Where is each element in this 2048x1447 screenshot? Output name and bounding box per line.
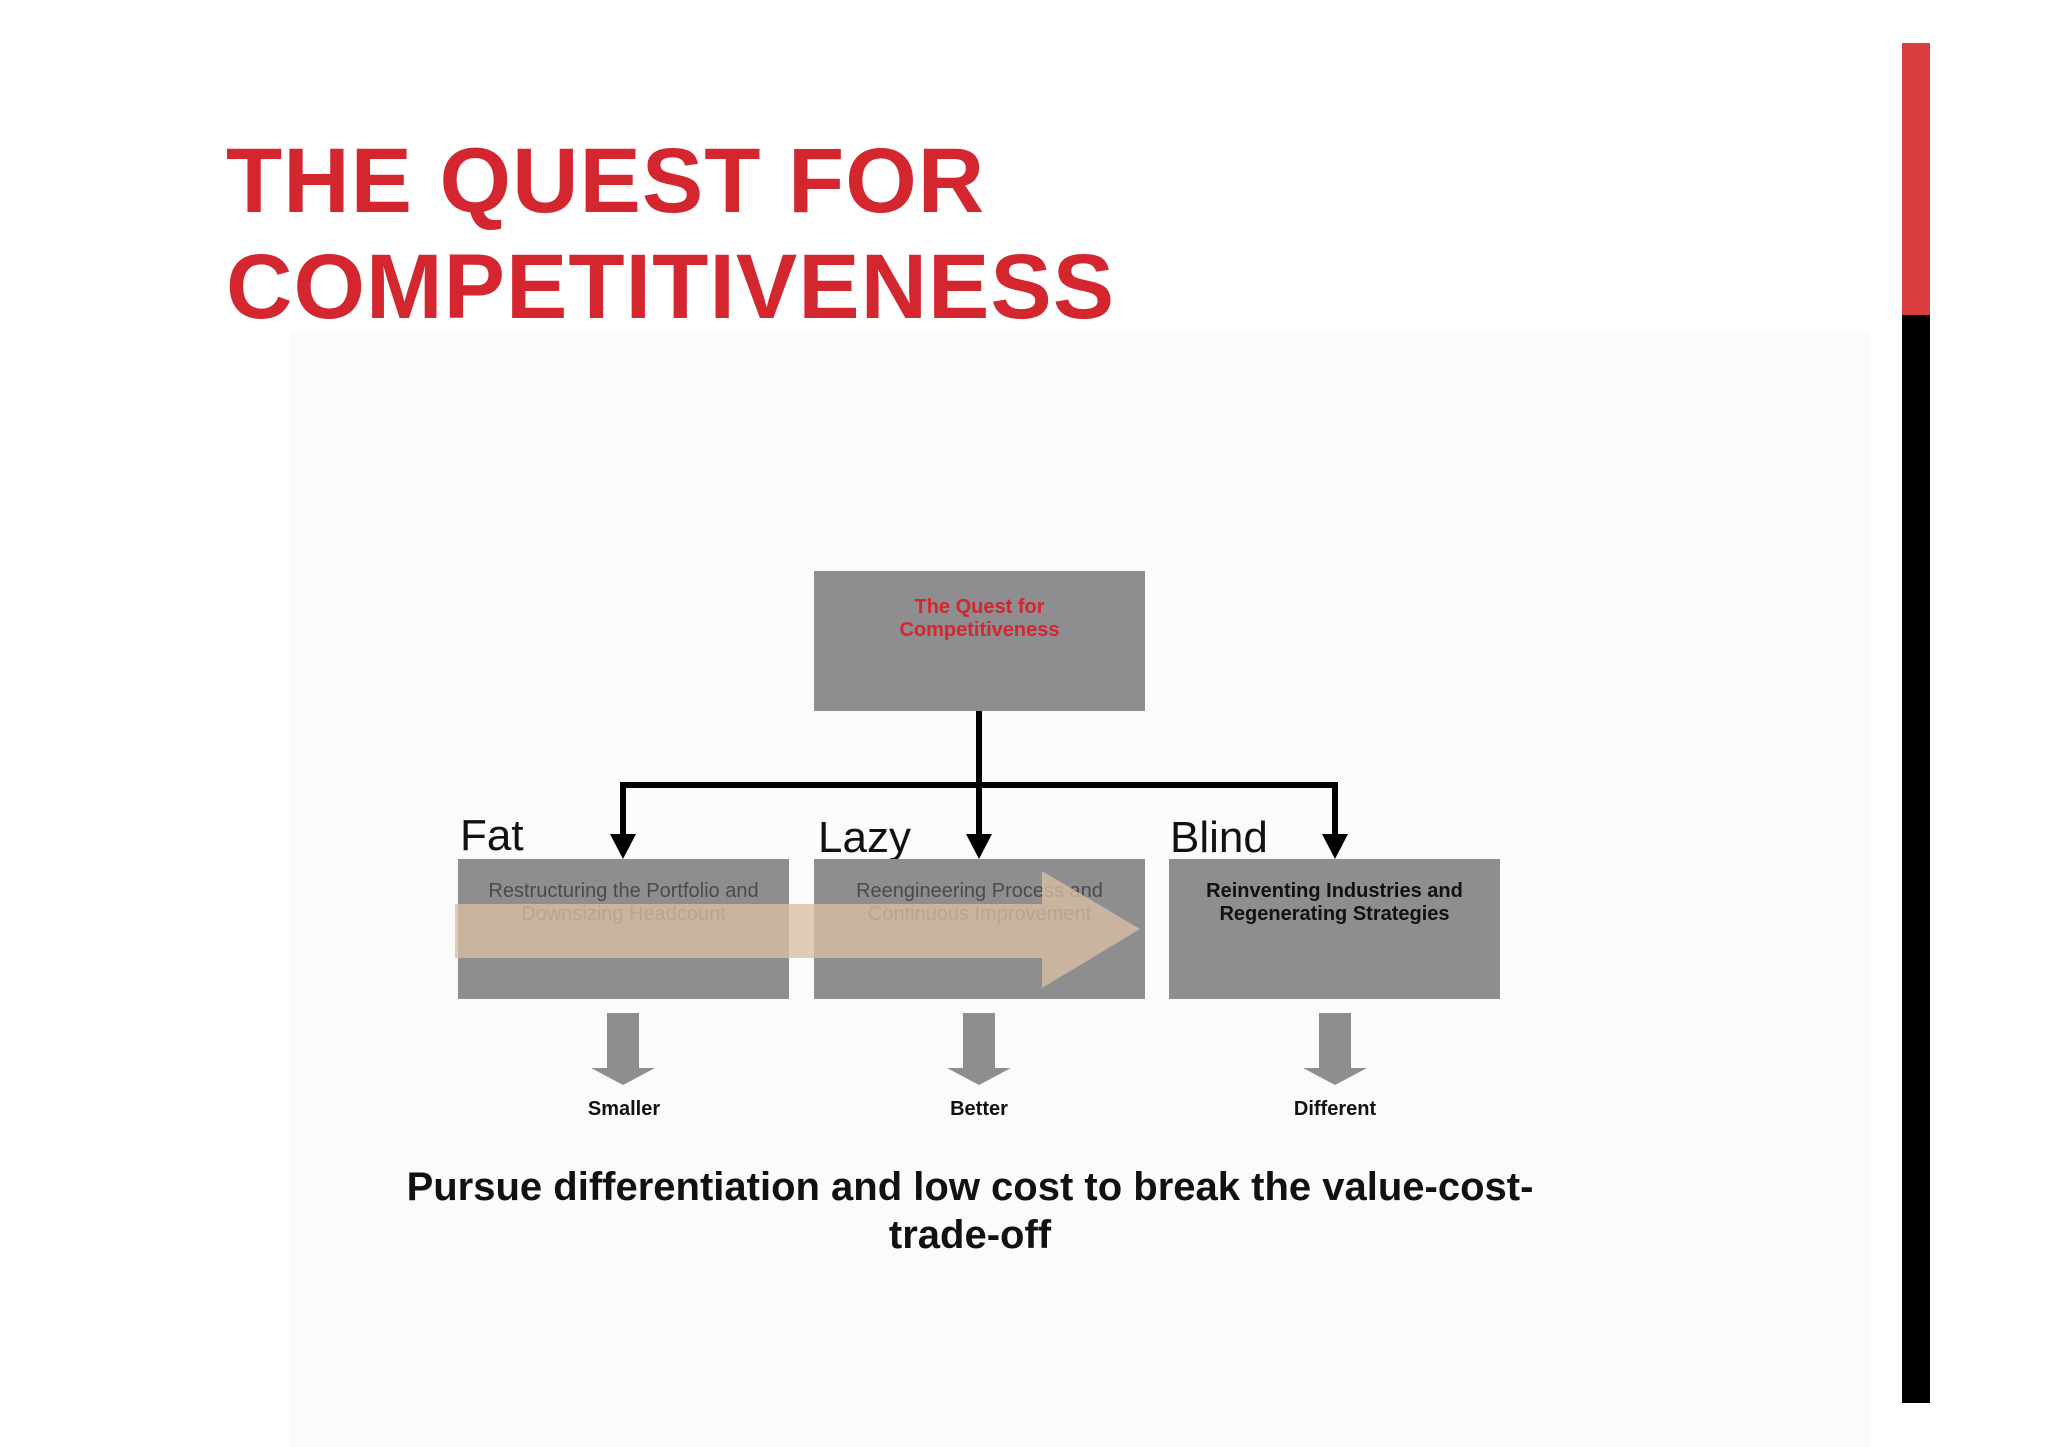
root-box-line-1: The Quest for bbox=[914, 596, 1045, 618]
result-label-better: Better bbox=[950, 1098, 1008, 1120]
branch-box-1-line-2: Downsizing Headcount bbox=[521, 902, 726, 925]
root-box-line-2: Competitiveness bbox=[899, 619, 1060, 641]
down-arrow-icon-3 bbox=[1303, 1013, 1367, 1085]
branch-label-fat: Fat bbox=[460, 811, 524, 860]
slide-title-line-1: THE QUEST FOR bbox=[226, 130, 986, 232]
branch-box-reinventing: Reinventing Industries and Regenerating … bbox=[1169, 859, 1500, 999]
slide-title: THE QUEST FOR COMPETITIVENESS bbox=[226, 128, 1526, 340]
branch-box-1-line-1: Restructuring the Portfolio and bbox=[488, 879, 759, 902]
branch-label-lazy: Lazy bbox=[818, 813, 911, 862]
branch-box-3-line-2: Regenerating Strategies bbox=[1219, 902, 1450, 925]
branch-box-3-line-1: Reinventing Industries and bbox=[1206, 879, 1463, 902]
accent-bar-black bbox=[1902, 315, 1930, 1403]
branch-box-2-line-1: Reengineering Process and bbox=[856, 879, 1103, 902]
down-arrow-icon-1 bbox=[591, 1013, 655, 1085]
result-label-smaller: Smaller bbox=[587, 1098, 661, 1120]
down-arrow-icon-2 bbox=[947, 1013, 1011, 1085]
slide-title-line-2: COMPETITIVENESS bbox=[226, 236, 1116, 338]
branch-label-blind: Blind bbox=[1170, 813, 1268, 862]
result-label-different: Different bbox=[1293, 1098, 1377, 1120]
accent-bar-red bbox=[1902, 43, 1930, 315]
conclusion-text: Pursue differentiation and low cost to b… bbox=[406, 1165, 1534, 1257]
root-box: The Quest for Competitiveness bbox=[814, 571, 1145, 711]
branch-box-restructuring: Restructuring the Portfolio and Downsizi… bbox=[458, 859, 789, 999]
branch-box-reengineering: Reengineering Process and Continuous Imp… bbox=[814, 859, 1145, 999]
branch-box-2-line-2: Continuous Improvement bbox=[867, 902, 1092, 925]
